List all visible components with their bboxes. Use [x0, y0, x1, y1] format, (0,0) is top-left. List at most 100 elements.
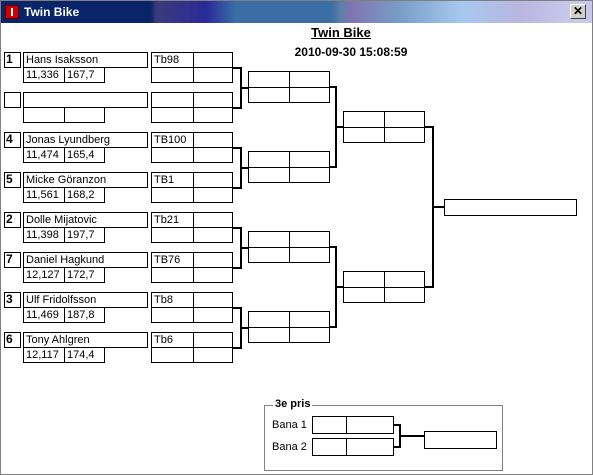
bike-box[interactable] [151, 107, 194, 123]
quarter-final-box[interactable] [289, 311, 330, 328]
bracket-connector [433, 206, 444, 208]
rider-time[interactable]: 11,398 [23, 227, 65, 243]
quarter-final-box[interactable] [248, 327, 290, 343]
bike-id[interactable]: Tb8 [151, 292, 194, 308]
bike-box[interactable] [151, 227, 194, 243]
bike-box[interactable] [151, 347, 194, 363]
bracket-connector [241, 167, 248, 169]
bike-box[interactable] [193, 132, 233, 148]
quarter-final-box[interactable] [289, 151, 330, 168]
bike-id[interactable]: TB100 [151, 132, 194, 148]
third-lane2-box-a[interactable] [312, 438, 347, 456]
bike-box[interactable] [193, 187, 233, 203]
rider-time[interactable]: 12,117 [23, 347, 65, 363]
bike-box[interactable] [193, 252, 233, 268]
third-place-winner-box[interactable] [424, 431, 497, 449]
bike-box[interactable] [193, 107, 233, 123]
bike-box[interactable] [151, 187, 194, 203]
quarter-final-box[interactable] [248, 87, 290, 103]
bike-box[interactable] [193, 227, 233, 243]
rider-name[interactable]: Daniel Hagkund [23, 252, 148, 268]
bike-box[interactable] [193, 267, 233, 283]
bike-box[interactable] [193, 147, 233, 163]
rider-name[interactable]: Hans Isaksson [23, 52, 148, 68]
rider-name[interactable]: Ulf Fridolfsson [23, 292, 148, 308]
bike-id[interactable]: TB76 [151, 252, 194, 268]
semi-final-box[interactable] [343, 287, 385, 303]
bracket-connector [330, 86, 336, 88]
rider-time[interactable]: 11,561 [23, 187, 65, 203]
close-icon: ✕ [572, 4, 584, 18]
rider-speed[interactable]: 172,7 [64, 267, 105, 283]
bike-box[interactable] [151, 267, 194, 283]
bike-box[interactable] [193, 347, 233, 363]
rider-name[interactable] [23, 92, 148, 108]
quarter-final-box[interactable] [289, 327, 330, 343]
rider-time[interactable]: 11,336 [23, 67, 65, 83]
rider-speed[interactable]: 168,2 [64, 187, 105, 203]
semi-final-box[interactable] [384, 271, 425, 288]
quarter-final-box[interactable] [248, 311, 290, 328]
rider-time[interactable]: 11,469 [23, 307, 65, 323]
bracket-connector [233, 147, 241, 149]
rider-name[interactable]: Dolle Mijatovic [23, 212, 148, 228]
quarter-final-box[interactable] [248, 151, 290, 168]
bike-box[interactable] [193, 52, 233, 68]
bike-box[interactable] [193, 92, 233, 108]
third-lane1-box-b[interactable] [346, 416, 394, 434]
bike-box[interactable] [193, 172, 233, 188]
semi-final-box[interactable] [384, 111, 425, 128]
quarter-final-box[interactable] [248, 167, 290, 183]
bike-id[interactable] [151, 92, 194, 108]
semi-final-box[interactable] [384, 287, 425, 303]
bike-box[interactable] [193, 307, 233, 323]
quarter-final-box[interactable] [289, 247, 330, 263]
rider-time[interactable]: 11,474 [23, 147, 65, 163]
quarter-final-box[interactable] [248, 71, 290, 88]
quarter-final-box[interactable] [289, 71, 330, 88]
quarter-final-box[interactable] [248, 247, 290, 263]
final-winner-box[interactable] [444, 199, 577, 216]
rider-speed[interactable]: 165,4 [64, 147, 105, 163]
rider-name[interactable]: Tony Ahlgren [23, 332, 148, 348]
quarter-final-box[interactable] [289, 167, 330, 183]
semi-final-box[interactable] [343, 271, 385, 288]
third-lane1-box-a[interactable] [312, 416, 347, 434]
rider-speed[interactable]: 167,7 [64, 67, 105, 83]
semi-final-box[interactable] [384, 127, 425, 143]
semi-final-box[interactable] [343, 111, 385, 128]
rider-speed[interactable]: 197,7 [64, 227, 105, 243]
rider-name[interactable]: Micke Göranzon [23, 172, 148, 188]
bracket-connector [233, 107, 241, 109]
quarter-final-box[interactable] [289, 231, 330, 248]
rider-speed[interactable] [64, 107, 105, 123]
bike-id[interactable]: Tb6 [151, 332, 194, 348]
quarter-final-box[interactable] [289, 87, 330, 103]
seed-number: 2 [4, 212, 21, 228]
bike-box[interactable] [193, 67, 233, 83]
bike-box[interactable] [193, 292, 233, 308]
rider-speed[interactable]: 187,8 [64, 307, 105, 323]
rider-time[interactable] [23, 107, 65, 123]
bike-box[interactable] [151, 307, 194, 323]
app-icon[interactable] [5, 5, 19, 19]
lane2-label: Bana 2 [272, 441, 307, 453]
quarter-final-box[interactable] [248, 231, 290, 248]
semi-final-box[interactable] [343, 127, 385, 143]
bike-box[interactable] [193, 212, 233, 228]
bracket-connector [336, 286, 343, 288]
bike-box[interactable] [151, 147, 194, 163]
rider-time[interactable]: 12,127 [23, 267, 65, 283]
bike-id[interactable]: Tb98 [151, 52, 194, 68]
third-place-group: 3e pris Bana 1 Bana 2 [264, 398, 503, 471]
rider-name[interactable]: Jonas Lyundberg [23, 132, 148, 148]
seed-number: 3 [4, 292, 21, 308]
bike-id[interactable]: Tb21 [151, 212, 194, 228]
bike-box[interactable] [151, 67, 194, 83]
title-bar[interactable]: Twin Bike ✕ [1, 1, 592, 23]
third-lane2-box-b[interactable] [346, 438, 394, 456]
bike-id[interactable]: TB1 [151, 172, 194, 188]
rider-speed[interactable]: 174,4 [64, 347, 105, 363]
close-button[interactable]: ✕ [570, 4, 586, 19]
bike-box[interactable] [193, 332, 233, 348]
